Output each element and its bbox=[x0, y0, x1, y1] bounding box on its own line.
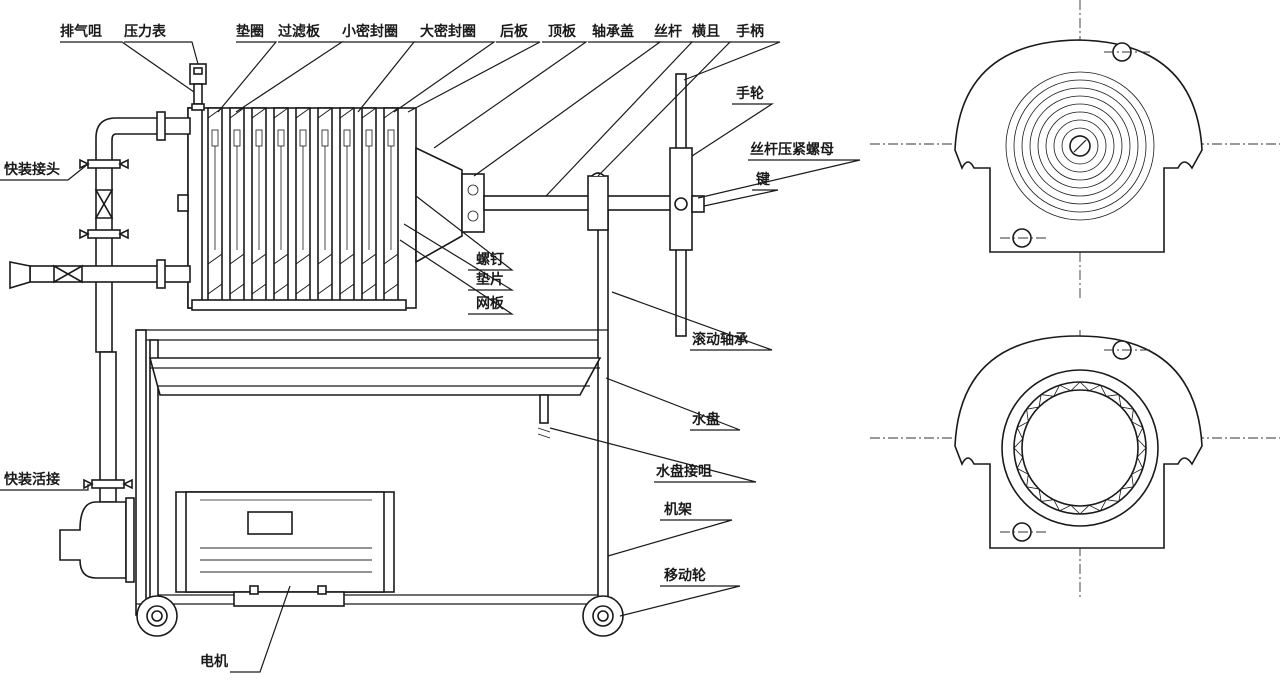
hand-wheel bbox=[669, 73, 705, 337]
label-screw-nut: 丝杆压紧螺母 bbox=[750, 141, 834, 158]
leader-lines bbox=[0, 41, 861, 673]
label-vent-nozzle: 排气咀 bbox=[60, 23, 102, 40]
label-large-seal-ring: 大密封圈 bbox=[420, 23, 476, 40]
label-frame: 机架 bbox=[664, 501, 692, 518]
label-filter-plate: 过滤板 bbox=[278, 23, 321, 40]
caster-left bbox=[136, 595, 178, 637]
label-key: 键 bbox=[755, 171, 771, 188]
filter-plate-stack bbox=[177, 107, 417, 311]
label-top-plate: 顶板 bbox=[548, 23, 577, 40]
label-gasket: 垫圈 bbox=[236, 23, 264, 40]
cross-bar bbox=[587, 172, 609, 231]
label-screw: 螺钉 bbox=[476, 251, 504, 268]
label-mesh-plate: 网板 bbox=[476, 295, 505, 312]
back-plate-cone bbox=[415, 146, 485, 264]
water-tray bbox=[148, 357, 602, 439]
label-water-tray: 水盘 bbox=[692, 411, 720, 428]
label-tray-nozzle: 水盘接咀 bbox=[656, 463, 712, 480]
labels: 排气咀 压力表 垫圈 过滤板 小密封圈 大密封圈 后板 顶板 轴承盖 丝杆 横且… bbox=[4, 23, 834, 670]
label-small-seal-ring: 小密封圈 bbox=[342, 23, 398, 40]
label-bearing-cover: 轴承盖 bbox=[592, 23, 634, 40]
piping bbox=[9, 111, 191, 583]
label-quick-union: 快装活接 bbox=[4, 471, 60, 488]
caster-right bbox=[582, 595, 624, 637]
label-back-plate: 后板 bbox=[500, 23, 529, 40]
label-pressure-gauge: 压力表 bbox=[124, 23, 167, 40]
label-hand-wheel: 手轮 bbox=[736, 85, 764, 102]
plate-view-bottom bbox=[870, 330, 1280, 600]
label-screw-rod: 丝杆 bbox=[654, 23, 682, 40]
label-motor: 电机 bbox=[200, 653, 228, 670]
label-caster: 移动轮 bbox=[664, 567, 706, 584]
motor bbox=[175, 491, 395, 607]
label-cross-bar: 横且 bbox=[692, 23, 720, 40]
label-handle: 手柄 bbox=[736, 23, 764, 40]
pressure-gauge bbox=[189, 63, 207, 111]
label-rolling-bearing: 滚动轴承 bbox=[692, 331, 748, 348]
label-quick-connector: 快装接头 bbox=[4, 161, 60, 178]
label-washer: 垫片 bbox=[476, 271, 504, 288]
plate-view-top bbox=[870, 0, 1280, 300]
